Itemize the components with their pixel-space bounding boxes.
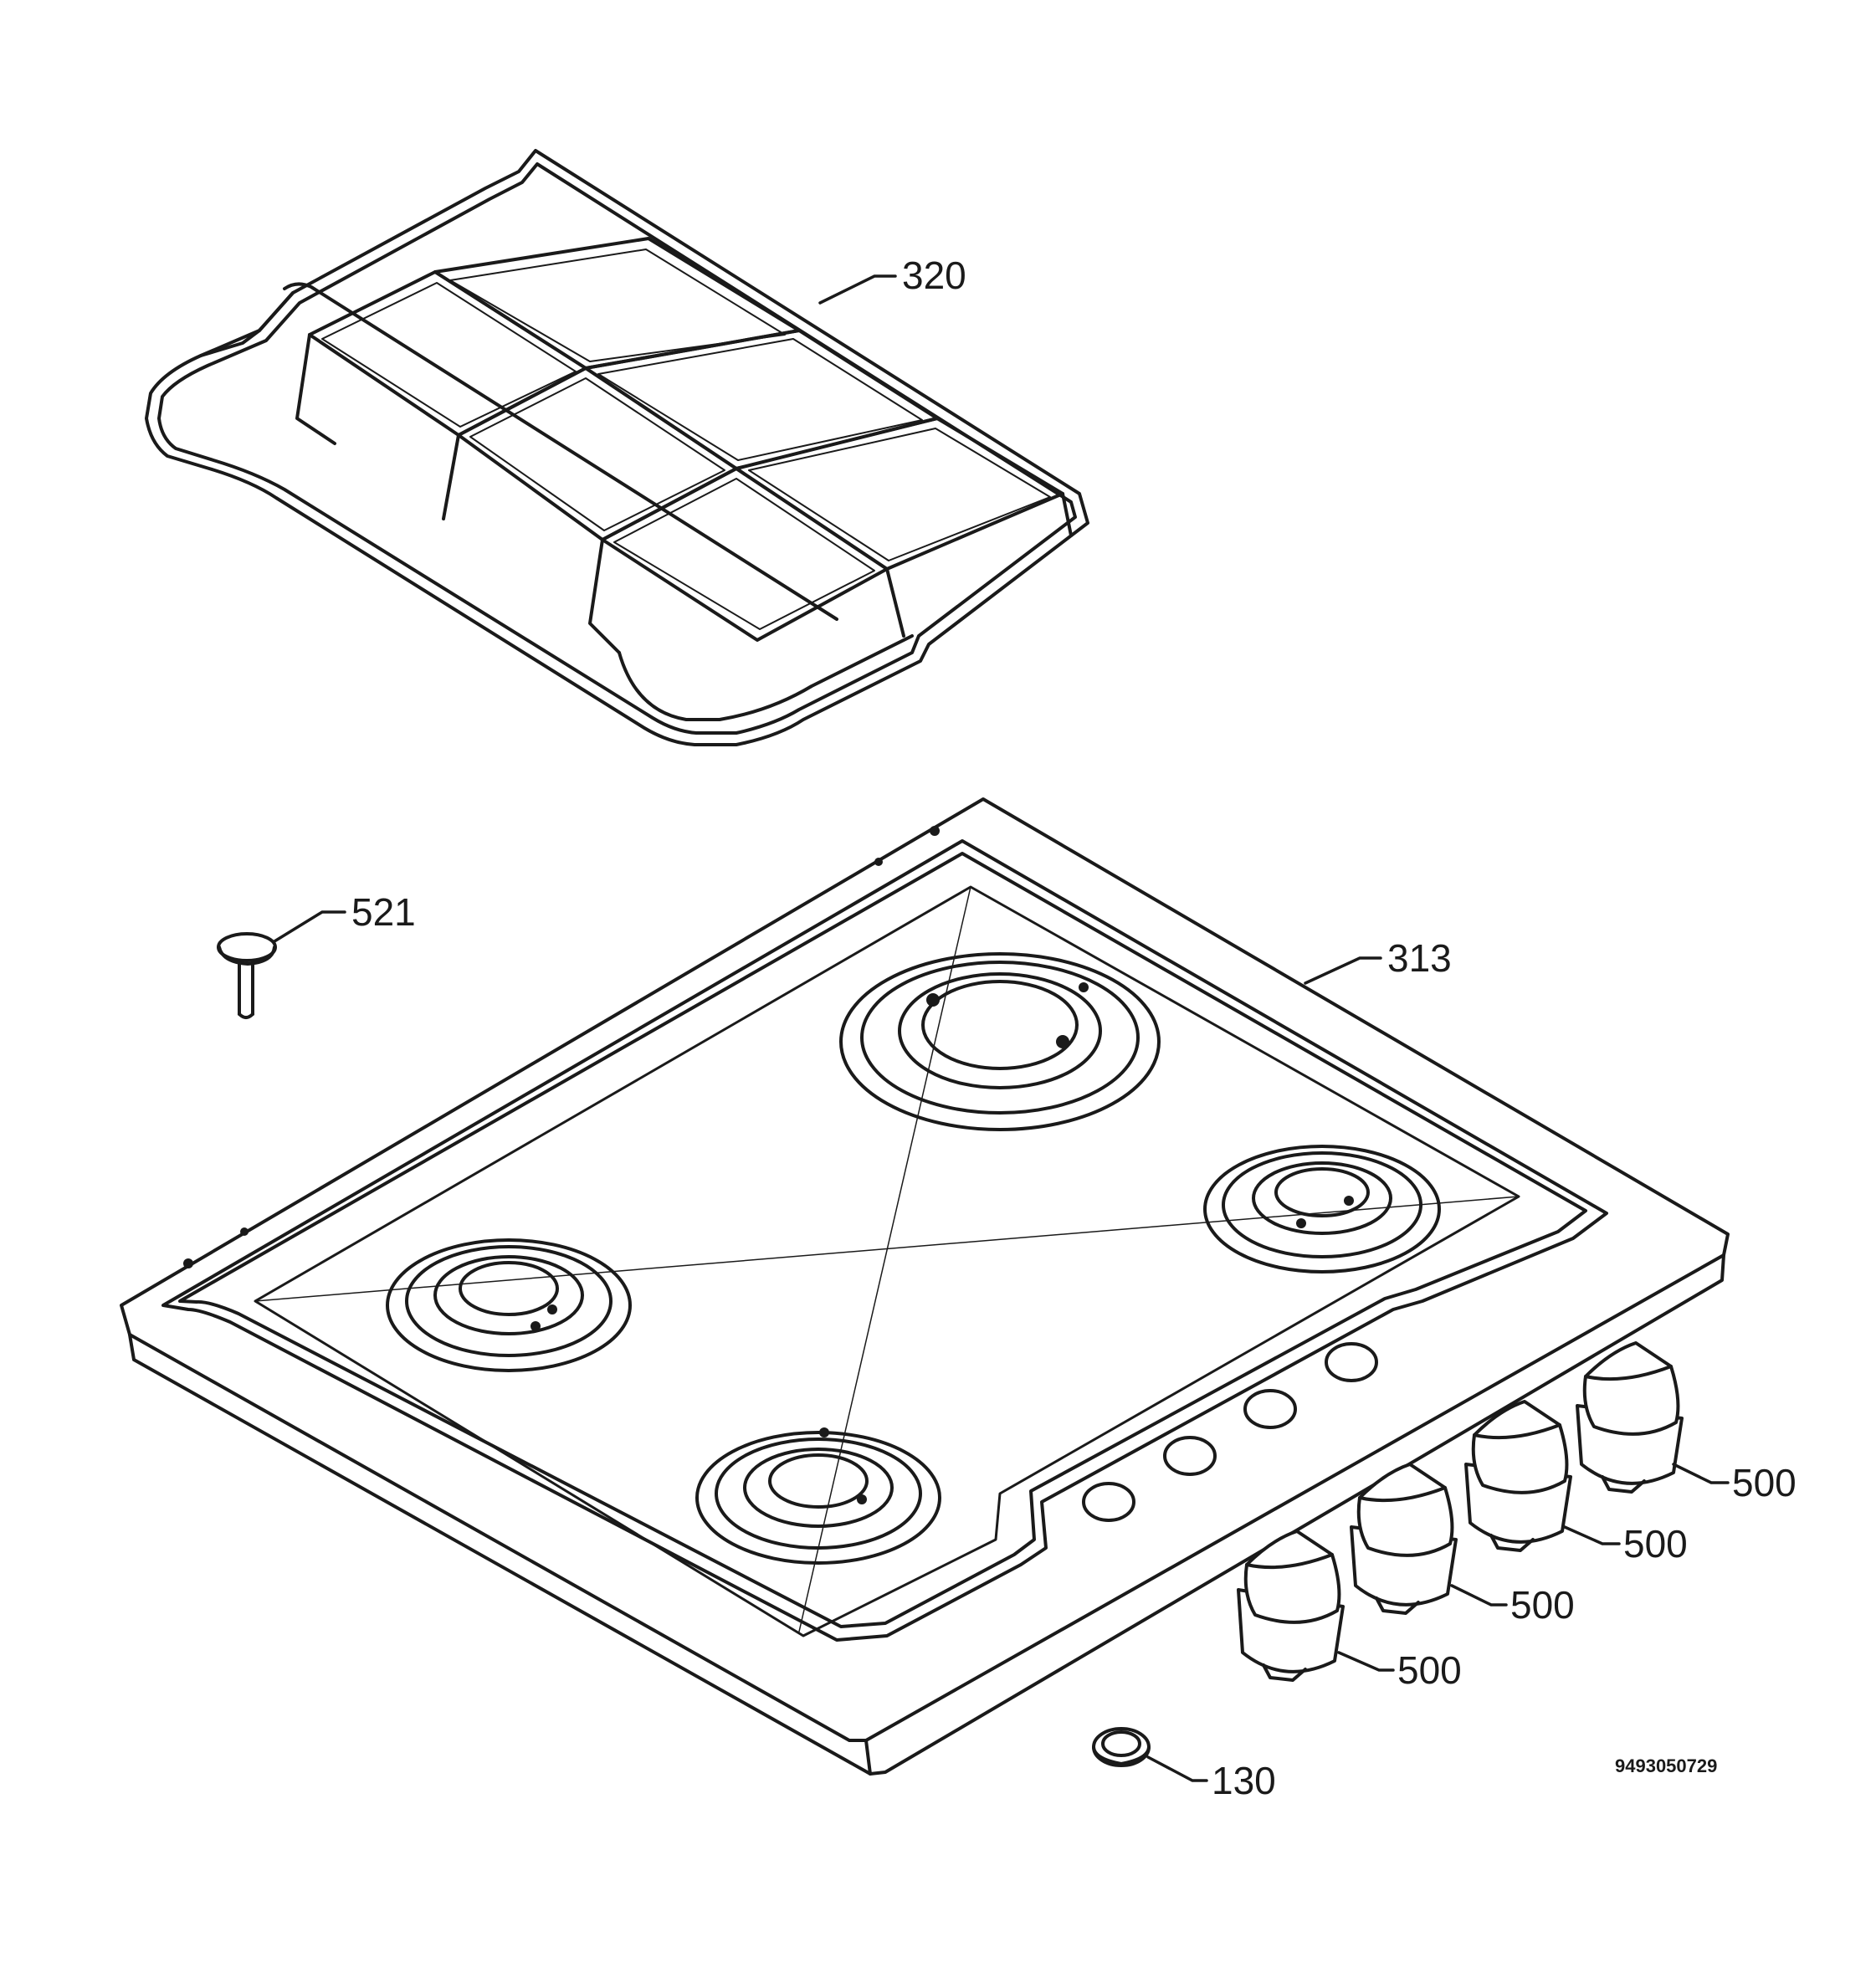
callout-320: 320 [902, 254, 966, 297]
burner-large [839, 952, 1161, 1131]
leader-500-2 [1450, 1584, 1508, 1607]
burner-small-right [1203, 1145, 1441, 1273]
callout-500-knob-2: 500 [1510, 1583, 1575, 1627]
leader-521 [273, 910, 346, 943]
leader-313 [1304, 956, 1382, 985]
leader-500-1 [1337, 1651, 1395, 1672]
callout-500-knob-4: 500 [1732, 1461, 1797, 1504]
control-knob-1 [1237, 1530, 1345, 1682]
burner-medium-front [695, 1427, 941, 1565]
control-knob-4 [1576, 1341, 1684, 1494]
leader-500-4 [1672, 1463, 1730, 1484]
rubber-foot [217, 932, 277, 1019]
callout-313: 313 [1387, 936, 1452, 980]
callout-500-knob-1: 500 [1397, 1648, 1462, 1692]
control-knob-2 [1350, 1463, 1458, 1615]
callout-130: 130 [1212, 1759, 1276, 1802]
callout-521: 521 [351, 890, 416, 934]
hob-top-plate [120, 797, 1730, 1776]
seal-ring [1092, 1727, 1151, 1767]
burner-medium-left [386, 1238, 632, 1372]
callout-500-knob-3: 500 [1623, 1522, 1688, 1566]
pan-support-grate [145, 149, 1089, 746]
leader-320 [818, 274, 897, 305]
leader-130 [1146, 1755, 1208, 1782]
knob-holes [1082, 1342, 1378, 1522]
document-number: 9493050729 [1615, 1755, 1717, 1776]
control-knob-3 [1464, 1400, 1572, 1552]
leader-500-3 [1563, 1525, 1621, 1545]
callout-labels: 320 521 313 500 500 500 500 130 94930507… [351, 254, 1797, 1802]
leader-lines [273, 274, 1730, 1782]
